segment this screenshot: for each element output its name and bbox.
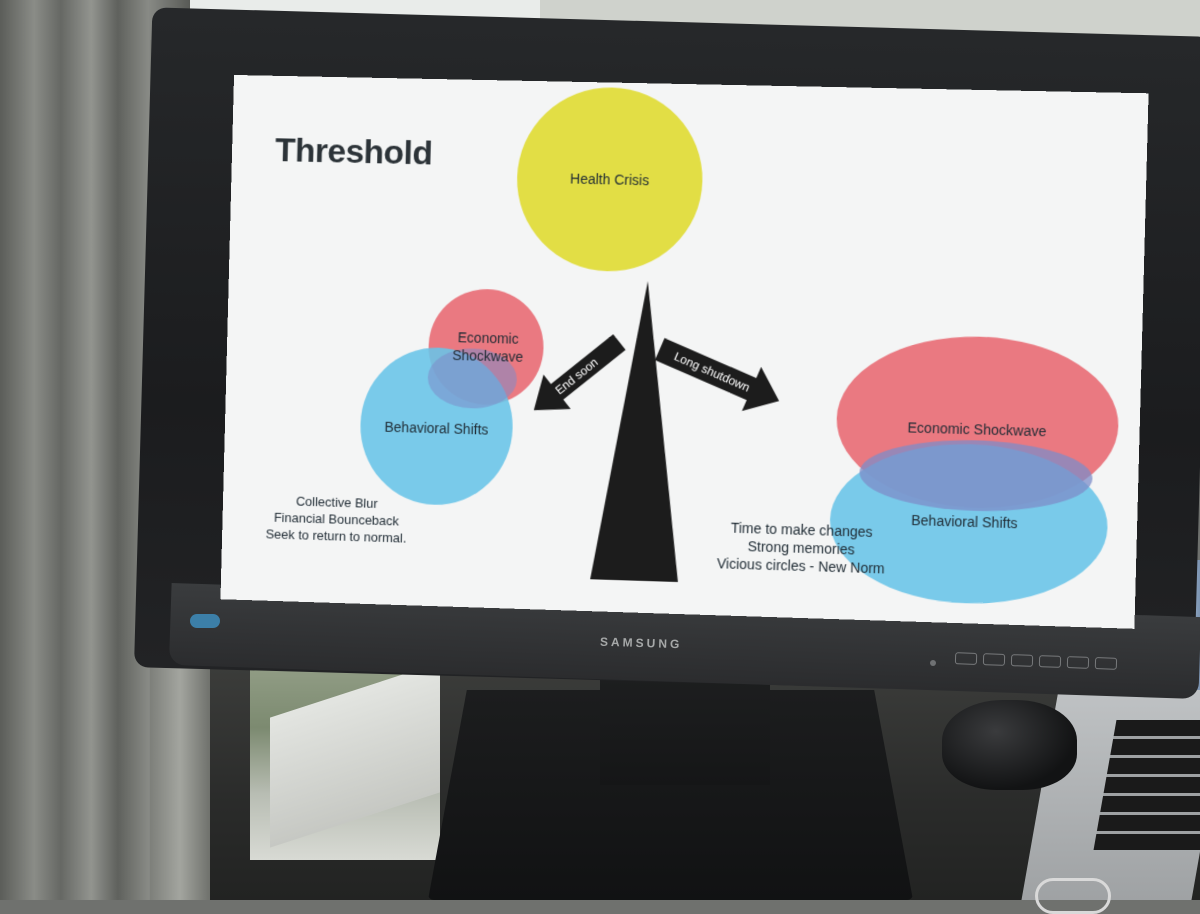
monitor-button[interactable]: [1039, 655, 1061, 668]
arrow-end-soon: End soon: [511, 320, 643, 433]
mouse: [942, 700, 1077, 790]
cable: [1035, 878, 1111, 914]
monitor-button[interactable]: [1095, 657, 1117, 670]
arrow-end-soon-label: End soon: [552, 355, 600, 397]
health-crisis-circle: Health Crisis: [515, 86, 705, 274]
arrow-long-shutdown: Long shutdown: [648, 323, 791, 427]
monitor-button[interactable]: [1011, 654, 1033, 667]
slide: Threshold Health Crisis Economic Shockwa…: [220, 75, 1148, 629]
monitor-button[interactable]: [955, 652, 977, 665]
power-indicator-icon: [930, 660, 936, 666]
monitor-brand: SAMSUNG: [600, 635, 683, 652]
slide-title: Threshold: [275, 131, 433, 173]
monitor-button[interactable]: [983, 653, 1005, 666]
monitor-badge-icon: [190, 614, 220, 628]
monitor-button[interactable]: [1067, 656, 1089, 669]
left-notes: Collective Blur Financial Bounceback See…: [247, 491, 425, 547]
right-notes: Time to make changes Strong memories Vic…: [700, 518, 902, 578]
health-crisis-label: Health Crisis: [570, 170, 649, 190]
